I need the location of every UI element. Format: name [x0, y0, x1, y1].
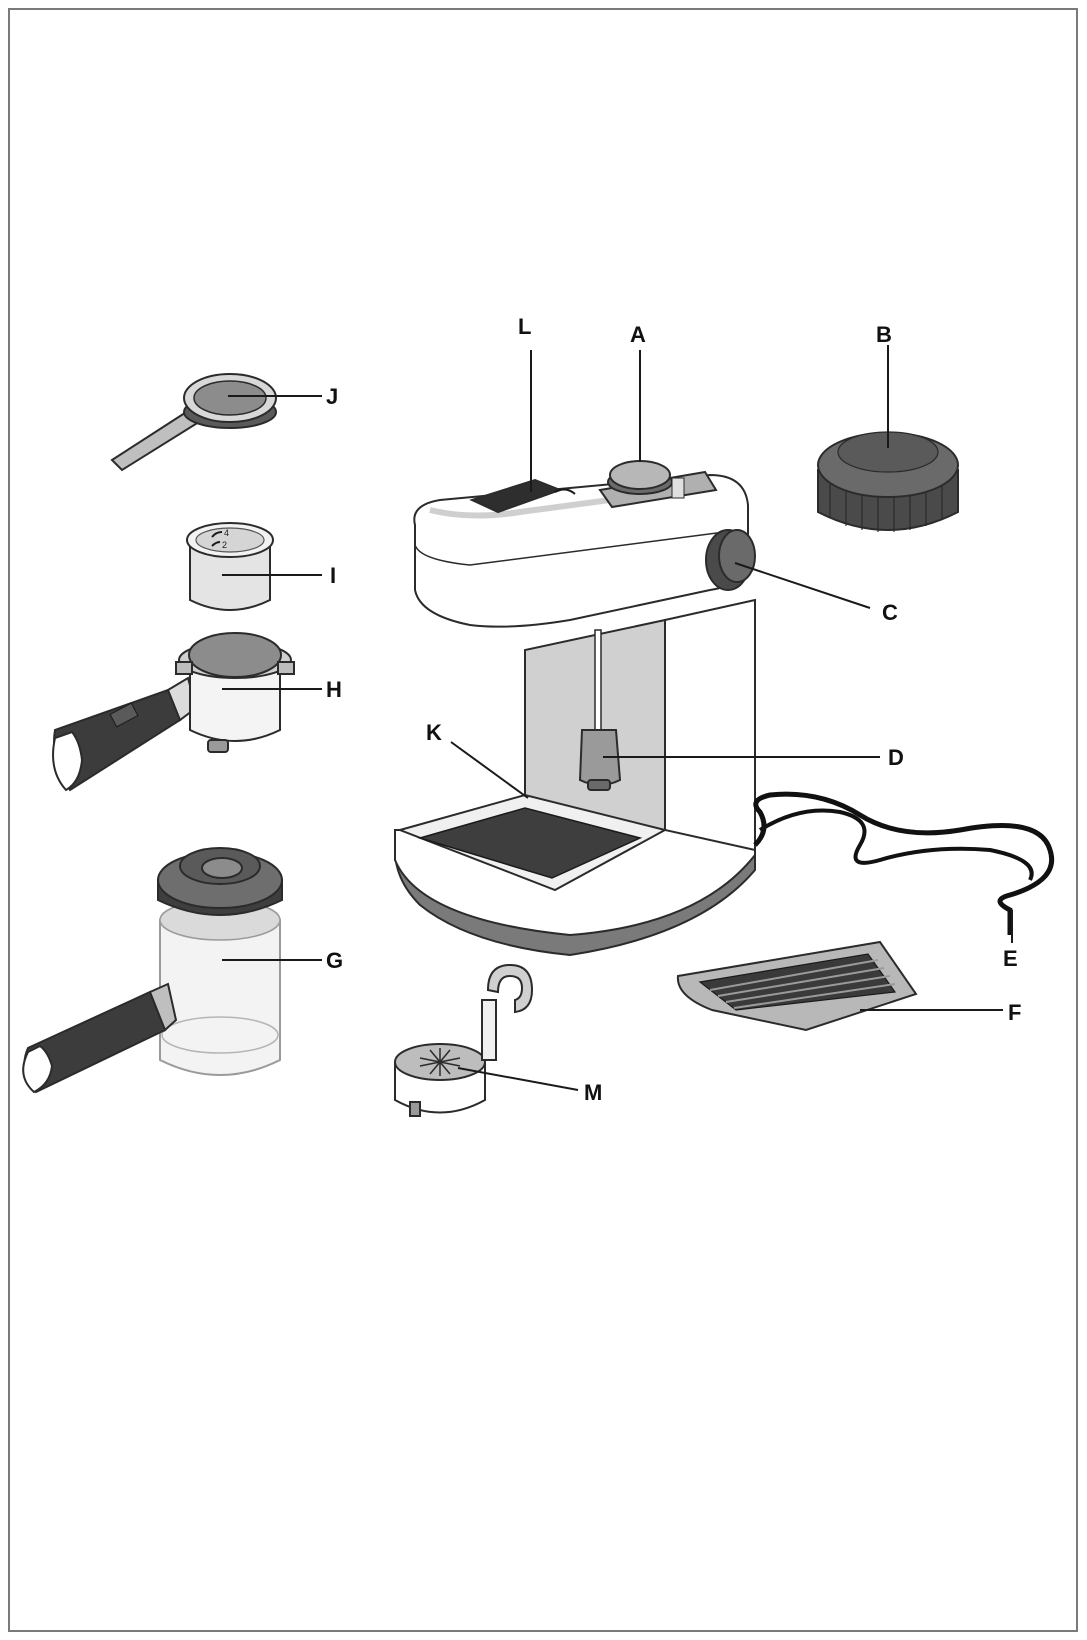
part-labels: L A B J I C H K D G E F M: [326, 314, 1021, 1105]
filter-cup: 4 2: [186, 522, 274, 611]
drip-grid: [676, 940, 918, 1032]
label-f: F: [1008, 1000, 1021, 1025]
label-j: J: [326, 384, 338, 409]
tank-cap: [817, 431, 959, 532]
label-c: C: [882, 600, 898, 625]
cup-mark-4: 4: [224, 528, 229, 538]
cup-mark-2: 2: [222, 540, 227, 550]
label-g: G: [326, 948, 343, 973]
espresso-machine: [393, 460, 756, 957]
label-a: A: [630, 322, 646, 347]
label-k: K: [426, 720, 442, 745]
label-h: H: [326, 677, 342, 702]
glass-carafe: [22, 847, 283, 1094]
label-i: I: [330, 563, 336, 588]
power-cord: [753, 791, 1054, 935]
leader-lines: [222, 345, 1013, 1091]
label-m: M: [584, 1080, 602, 1105]
label-l: L: [518, 314, 531, 339]
label-e: E: [1003, 946, 1018, 971]
label-b: B: [876, 322, 892, 347]
filter-holder: [52, 632, 295, 792]
label-d: D: [888, 745, 904, 770]
frothing-accessory: [394, 963, 534, 1117]
measuring-spoon: [110, 373, 277, 472]
